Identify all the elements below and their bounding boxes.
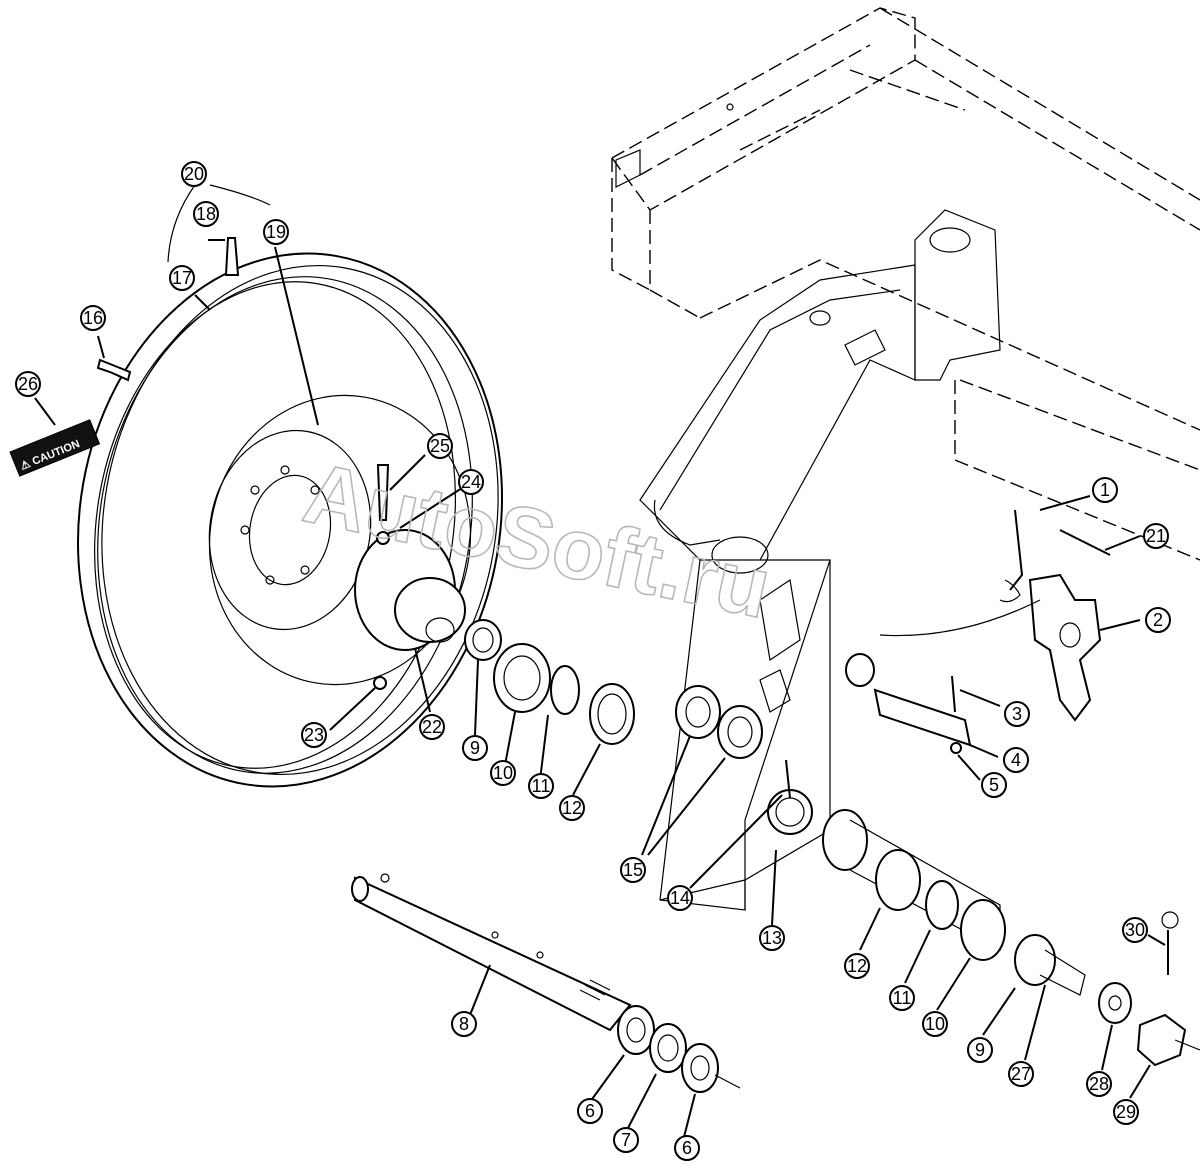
callout-28-label: 28	[1089, 1074, 1109, 1094]
callout-23: 23	[301, 722, 327, 748]
callout-16-label: 16	[83, 308, 103, 328]
bracket-seals	[675, 685, 763, 759]
callout-22: 22	[419, 714, 445, 740]
callout-11a: 11	[528, 773, 554, 799]
arm-bracket	[639, 209, 1001, 911]
callout-17-label: 17	[172, 268, 192, 288]
callout-15: 15	[620, 857, 646, 883]
callouts: 20 18 19 17 16 26 25 24 1 21 2 3 4 5 23 …	[15, 161, 1171, 1161]
axle-nuts	[617, 1005, 741, 1093]
spindle-assembly	[822, 809, 1200, 1067]
callout-20: 20	[181, 161, 207, 187]
callout-17: 17	[169, 265, 195, 291]
callout-4: 4	[1003, 747, 1029, 773]
callout-27-label: 27	[1011, 1064, 1031, 1084]
wheel-tire	[77, 252, 503, 788]
latch-spring	[879, 509, 1111, 722]
callout-11b-label: 11	[893, 988, 912, 1008]
callout-6a: 6	[577, 1098, 603, 1124]
callout-26: 26	[15, 371, 41, 397]
callout-11b: 11	[889, 985, 915, 1011]
callout-29: 29	[1113, 1099, 1139, 1125]
callout-7-label: 7	[621, 1130, 631, 1150]
callout-25: 25	[427, 433, 453, 459]
callout-24-label: 24	[461, 472, 481, 492]
callout-12b-label: 12	[847, 956, 867, 976]
callout-11a-label: 11	[532, 776, 551, 796]
callout-23-label: 23	[304, 725, 324, 745]
small-hardware	[96, 237, 390, 690]
hub	[354, 529, 466, 651]
callout-9a-label: 9	[470, 738, 480, 758]
callout-16: 16	[80, 305, 106, 331]
callout-28: 28	[1086, 1071, 1112, 1097]
callout-24: 24	[458, 469, 484, 495]
callout-18: 18	[193, 201, 219, 227]
callout-1-label: 1	[1100, 480, 1110, 500]
callout-30-label: 30	[1125, 920, 1145, 940]
callout-10b: 10	[922, 1011, 948, 1037]
frame-toolbar	[610, 7, 1200, 561]
callout-22-label: 22	[422, 717, 442, 737]
axle-shaft	[351, 873, 632, 1032]
callout-6a-label: 6	[585, 1101, 595, 1121]
callout-12a-label: 12	[562, 798, 582, 818]
leader-lines	[34, 184, 1166, 1138]
callout-10a-label: 10	[493, 763, 513, 783]
callout-5-label: 5	[989, 775, 999, 795]
lock-gear	[767, 653, 972, 835]
callout-25-label: 25	[430, 436, 450, 456]
callout-12b: 12	[844, 953, 870, 979]
callout-8: 8	[451, 1011, 477, 1037]
callout-1: 1	[1092, 477, 1118, 503]
callout-12a: 12	[559, 795, 585, 821]
callout-19-label: 19	[266, 222, 286, 242]
callout-29-label: 29	[1116, 1102, 1136, 1122]
callout-14-label: 14	[670, 888, 690, 908]
callout-30: 30	[1122, 917, 1148, 943]
callout-8-label: 8	[459, 1014, 469, 1034]
callout-26-label: 26	[18, 374, 38, 394]
callout-4-label: 4	[1011, 750, 1021, 770]
callout-6b: 6	[674, 1135, 700, 1161]
callout-18-label: 18	[196, 204, 216, 224]
callout-10a: 10	[490, 760, 516, 786]
callout-10b-label: 10	[925, 1014, 945, 1034]
callout-2-label: 2	[1153, 610, 1163, 630]
callout-2: 2	[1145, 607, 1171, 633]
callout-21-label: 21	[1146, 526, 1166, 546]
callout-20-label: 20	[184, 164, 204, 184]
callout-5: 5	[981, 772, 1007, 798]
callout-13: 13	[759, 925, 785, 951]
callout-21: 21	[1143, 523, 1169, 549]
callout-19: 19	[263, 219, 289, 245]
front-bearings	[464, 619, 635, 745]
callout-27: 27	[1008, 1061, 1034, 1087]
callout-6b-label: 6	[682, 1138, 692, 1158]
callout-15-label: 15	[623, 860, 643, 880]
callout-3: 3	[1004, 701, 1030, 727]
callout-7: 7	[613, 1127, 639, 1153]
callout-14: 14	[667, 885, 693, 911]
callout-9b-label: 9	[975, 1040, 985, 1060]
callout-9b: 9	[967, 1037, 993, 1063]
callout-13-label: 13	[762, 928, 782, 948]
callout-3-label: 3	[1012, 704, 1022, 724]
callout-9a: 9	[462, 735, 488, 761]
